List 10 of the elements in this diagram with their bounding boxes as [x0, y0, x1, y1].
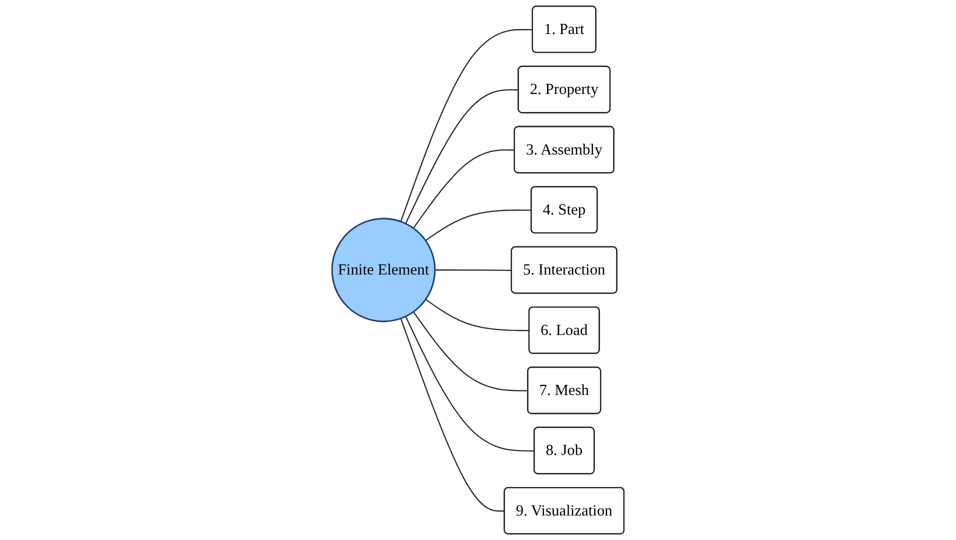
connector — [434, 269, 512, 271]
node-circle: Finite Element — [331, 218, 436, 322]
connector — [400, 29, 533, 222]
connector — [412, 149, 515, 229]
connector — [425, 210, 532, 242]
connector — [405, 89, 519, 224]
connector — [425, 298, 530, 332]
connector — [400, 318, 505, 512]
connector — [412, 311, 528, 392]
connector — [405, 316, 535, 452]
